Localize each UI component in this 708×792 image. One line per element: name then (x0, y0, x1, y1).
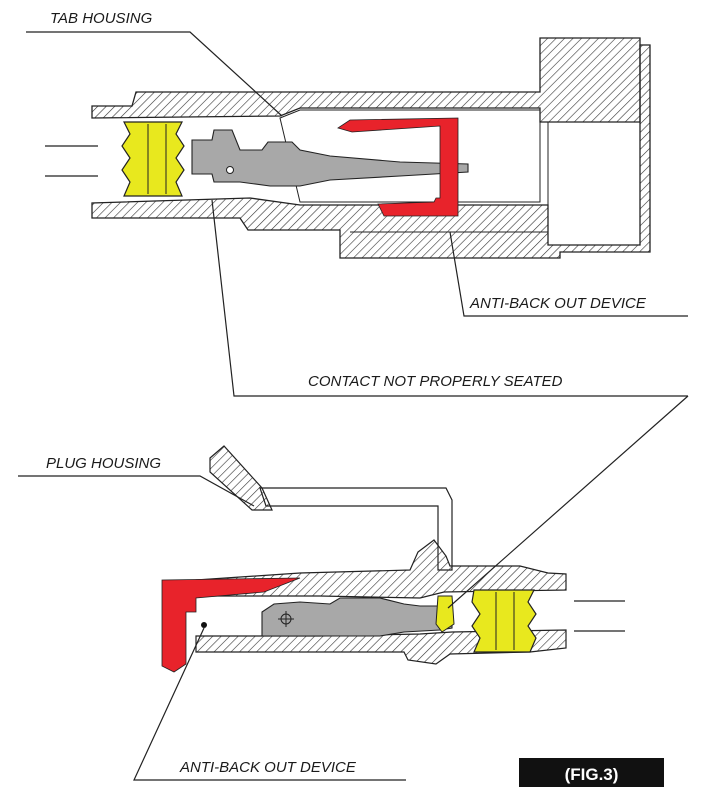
label-contact-not-seated: CONTACT NOT PROPERLY SEATED (308, 373, 563, 390)
figure-tag: (FIG.3) (519, 758, 664, 787)
tab-wire-seal (121, 121, 185, 197)
label-plug-housing: PLUG HOUSING (46, 455, 162, 472)
plug-housing-upper-wall (195, 539, 567, 599)
tab-housing-assembly (45, 37, 651, 259)
plug-anti-back-out-dot (201, 622, 207, 628)
leader-contact-not-seated-bottom (447, 395, 689, 609)
plug-wire-seal (471, 589, 537, 653)
plug-contact (261, 597, 453, 637)
label-tab-housing: TAB HOUSING (50, 10, 153, 27)
leader-lines (18, 31, 689, 781)
plug-latch-arm (209, 445, 273, 511)
label-anti-back-out-bottom: ANTI-BACK OUT DEVICE (180, 759, 356, 776)
leader-anti-back-out-bottom (133, 627, 406, 781)
tab-housing-upper-wall (91, 37, 641, 123)
leader-tab-housing (26, 31, 283, 117)
contact-hole (226, 166, 234, 174)
tab-contact (191, 129, 469, 187)
tab-housing-cavity (279, 109, 541, 203)
plug-anti-back-out-device (161, 577, 301, 673)
leader-plug-housing (18, 475, 255, 507)
label-anti-back-out-top: ANTI-BACK OUT DEVICE (470, 295, 646, 312)
plug-housing-assembly (161, 445, 625, 673)
plug-seal-small (435, 595, 455, 633)
tab-anti-back-out-device (337, 117, 459, 217)
leader-anti-back-out-top (449, 231, 688, 317)
leader-contact-not-seated (211, 199, 688, 397)
